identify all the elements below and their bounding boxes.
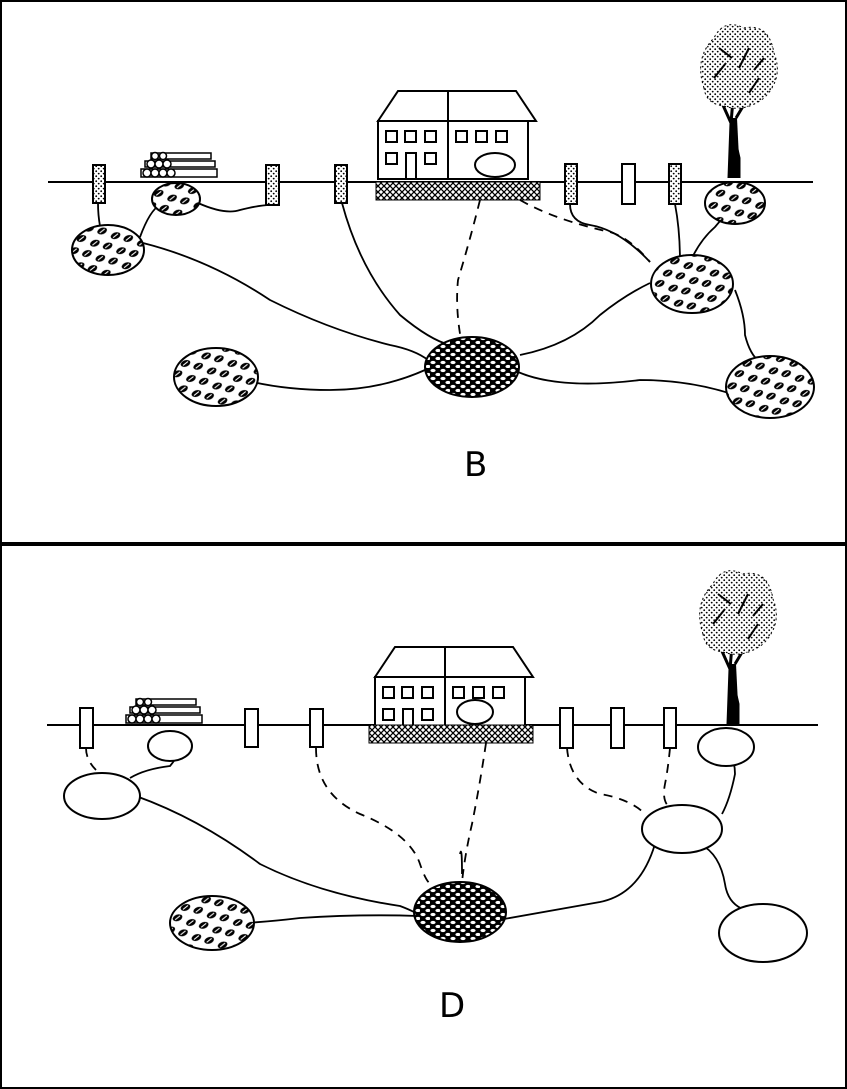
nest-chamber-icon	[697, 727, 755, 767]
tree-icon	[698, 569, 778, 726]
fence-post-icon	[244, 708, 259, 748]
fence-post-icon	[309, 708, 324, 748]
nest-chamber-icon	[704, 181, 766, 225]
fence-post-icon	[621, 163, 636, 205]
panel-d-border	[0, 544, 847, 1089]
nest-chamber-icon	[147, 730, 193, 762]
house-icon	[377, 90, 537, 180]
log-pile-icon	[140, 151, 218, 178]
house-icon	[374, 646, 534, 736]
nest-chamber-icon	[474, 152, 516, 178]
foundation-slab	[375, 181, 541, 201]
fence-post-icon	[79, 707, 94, 749]
panel-b-border	[0, 0, 847, 544]
fence-post-icon	[564, 163, 578, 205]
nest-chamber-icon	[413, 881, 507, 943]
log-pile-icon	[125, 697, 203, 724]
nest-chamber-icon	[173, 347, 259, 407]
nest-chamber-icon	[718, 903, 808, 963]
nest-chamber-icon	[650, 254, 734, 314]
panel-label-d: D	[439, 986, 466, 1026]
panel-label-b: B	[464, 445, 488, 485]
nest-chamber-icon	[151, 182, 201, 216]
fence-post-icon	[610, 707, 625, 749]
fence-post-icon	[265, 164, 280, 206]
fence-post-icon	[92, 164, 106, 204]
nest-chamber-icon	[456, 699, 494, 725]
fence-post-icon	[668, 163, 682, 205]
nest-chamber-icon	[725, 355, 815, 419]
fence-post-icon	[663, 707, 677, 749]
panel-b: B	[0, 0, 847, 544]
fence-post-icon	[559, 707, 574, 749]
nest-chamber-icon	[641, 804, 723, 854]
foundation-slab	[368, 724, 534, 744]
nest-chamber-icon	[63, 772, 141, 820]
nest-chamber-icon	[71, 224, 145, 276]
tree-icon	[699, 23, 779, 180]
panel-d: D	[0, 544, 847, 1089]
fence-post-icon	[334, 164, 348, 204]
nest-chamber-icon	[169, 895, 255, 951]
nest-chamber-icon	[424, 336, 520, 398]
